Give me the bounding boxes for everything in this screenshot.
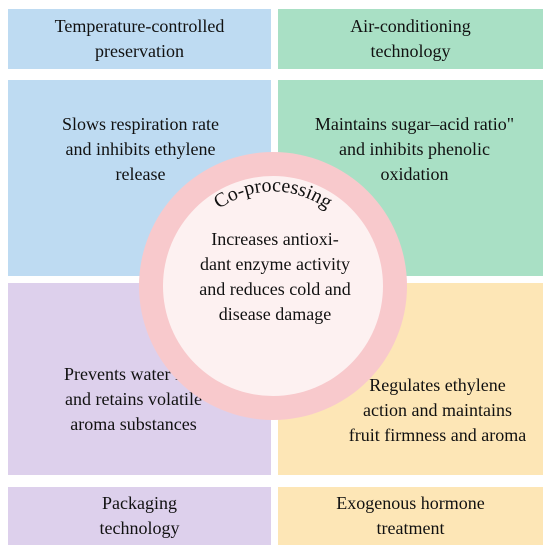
air-header-box: Air-conditioning technology: [278, 9, 543, 69]
co-processing-ring: Co-processing: [139, 152, 407, 420]
center-text: Increases antioxi- dant enzyme activity …: [199, 229, 351, 324]
air-header-text: Air-conditioning technology: [350, 16, 471, 61]
packaging-body-text: Prevents water loss and retains volatile…: [64, 363, 203, 434]
temperature-body-text: Slows respiration rate and inhibits ethy…: [62, 113, 219, 184]
packaging-header-text: Packaging technology: [99, 493, 180, 538]
temperature-header-box: Temperature-controlled preservation: [8, 9, 271, 69]
air-body-text: Maintains sugar–acid ratio" and inhibits…: [314, 113, 515, 184]
inner-circle: [163, 176, 383, 396]
temperature-header-text: Temperature-controlled preservation: [54, 16, 225, 61]
packaging-header-box: Packaging technology: [8, 487, 271, 545]
hormone-header-box: Exogenous hormone treatment: [278, 487, 543, 545]
hormone-header-text: Exogenous hormone treatment: [336, 493, 485, 538]
hormone-body-text: Regulates ethylene action and maintains …: [348, 374, 527, 445]
